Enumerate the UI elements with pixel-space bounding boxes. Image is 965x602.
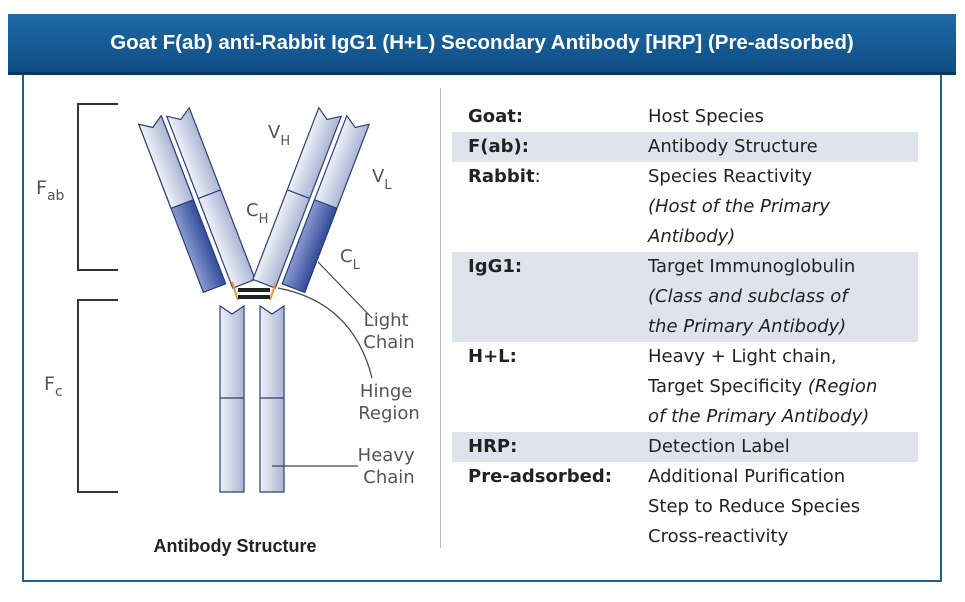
table-row: F(ab): Antibody Structure <box>452 132 918 162</box>
left-light-chain <box>137 114 227 294</box>
definition-text: Cross-reactivity <box>648 526 789 547</box>
term-label: IgG1: <box>468 252 522 282</box>
definition-note: (Region <box>807 376 878 397</box>
term-definition: Target Immunoglobulin (Class and subclass… <box>648 252 918 342</box>
fc-right-stem <box>259 304 285 493</box>
diagram-caption: Antibody Structure <box>153 536 317 556</box>
term-text: Pre-adsorbed: <box>468 466 612 487</box>
hinge-pointer <box>277 287 373 379</box>
definition-text: Heavy + Light chain, <box>648 346 837 367</box>
definition-line: of the Primary Antibody) <box>648 402 918 432</box>
definition-text: Target Immunoglobulin <box>648 256 856 277</box>
term-suffix: : <box>534 166 541 187</box>
header-bar: Goat F(ab) anti-Rabbit IgG1 (H+L) Second… <box>8 14 956 72</box>
left-heavy-chain <box>165 106 256 289</box>
cl-label: CL <box>340 246 361 273</box>
definition-note: the Primary Antibody) <box>648 316 847 337</box>
definition-line: Additional Purification <box>648 462 918 492</box>
fc-label: Fc <box>44 373 63 400</box>
definition-line: Antibody Structure <box>648 132 918 162</box>
term-definition: Heavy + Light chain, Target Specificity (… <box>648 342 918 432</box>
definition-text: Additional Purification <box>648 466 846 487</box>
term-label: Goat: <box>468 102 523 132</box>
term-definition: Antibody Structure <box>648 132 918 162</box>
definition-text: Target Specificity <box>648 376 808 397</box>
term-text: IgG1: <box>468 256 523 277</box>
definition-text: Step to Reduce Species <box>648 496 861 517</box>
definition-note: (Class and subclass of <box>648 286 848 307</box>
antibody-diagram: Fab Fc VH VL CH CL Light Chain Hinge Reg… <box>0 0 440 598</box>
term-label: HRP: <box>468 432 517 462</box>
definition-note: of the Primary Antibody) <box>648 406 870 427</box>
vh-label: VH <box>268 122 290 149</box>
hinge-region-label: Hinge Region <box>358 381 420 424</box>
page-title: Goat F(ab) anti-Rabbit IgG1 (H+L) Second… <box>110 31 854 54</box>
definition-line: Species Reactivity <box>648 162 918 192</box>
term-label: Rabbit: <box>468 162 541 192</box>
definition-line: (Class and subclass of <box>648 282 918 312</box>
right-heavy-chain <box>252 106 343 289</box>
definition-line: Target Immunoglobulin <box>648 252 918 282</box>
definition-text: Species Reactivity <box>648 166 813 187</box>
definition-line: Target Specificity (Region <box>648 372 918 402</box>
term-definition: Detection Label <box>648 432 918 462</box>
term-text: HRP: <box>468 436 518 457</box>
light-chain-label: Light Chain <box>363 310 414 353</box>
term-label: F(ab): <box>468 132 529 162</box>
right-light-chain <box>281 114 371 294</box>
definition-text: Host Species <box>648 106 764 127</box>
definition-note: Antibody) <box>648 226 736 247</box>
definition-line: (Host of the Primary <box>648 192 918 222</box>
fab-label: Fab <box>36 177 65 204</box>
fc-bracket <box>77 299 118 493</box>
term-text: Goat: <box>468 106 524 127</box>
term-label: H+L: <box>468 342 517 372</box>
vl-label: VL <box>372 166 392 193</box>
hinge-region <box>231 281 277 301</box>
term-label: Pre-adsorbed: <box>468 462 612 492</box>
definition-note: (Host of the Primary <box>648 196 830 217</box>
ch-label: CH <box>246 200 268 227</box>
definition-line: Host Species <box>648 102 918 132</box>
definition-line: the Primary Antibody) <box>648 312 918 342</box>
column-divider <box>440 88 441 548</box>
term-text: H+L: <box>468 346 517 367</box>
definition-text: Antibody Structure <box>648 136 818 157</box>
definition-line: Cross-reactivity <box>648 522 918 552</box>
fc-left-stem <box>219 304 245 493</box>
definition-line: Heavy + Light chain, <box>648 342 918 372</box>
definition-line: Step to Reduce Species <box>648 492 918 522</box>
definition-line: Detection Label <box>648 432 918 462</box>
table-row: Goat: Host Species <box>452 102 918 132</box>
fab-bracket <box>77 103 118 271</box>
heavy-chain-label: Heavy Chain <box>358 445 421 488</box>
table-row: IgG1: Target Immunoglobulin (Class and sub… <box>452 252 918 342</box>
definition-line: Antibody) <box>648 222 918 252</box>
table-row: H+L: Heavy + Light chain, Target Specifici… <box>452 342 918 432</box>
term-definition: Host Species <box>648 102 918 132</box>
table-row: HRP: Detection Label <box>452 432 918 462</box>
term-text: Rabbit <box>468 166 535 187</box>
light-chain-pointer <box>317 261 373 319</box>
definition-text: Detection Label <box>648 436 790 457</box>
term-text: F(ab): <box>468 136 529 157</box>
antibody-structure-svg: Fab Fc VH VL CH CL Light Chain Hinge Reg… <box>36 103 421 493</box>
table-row: Rabbit: Species Reactivity (Host of the Pr… <box>452 162 918 252</box>
